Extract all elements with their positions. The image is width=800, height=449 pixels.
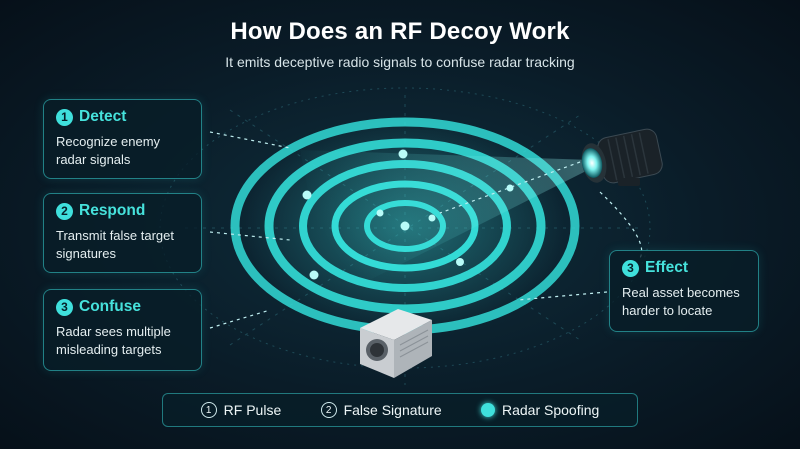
legend-dot-icon	[481, 403, 495, 417]
step-number-badge: 3	[56, 298, 73, 316]
emitter-beam	[300, 150, 592, 300]
legend-item-radar-spoofing: Radar Spoofing	[481, 402, 599, 418]
signal-arrows	[209, 131, 643, 329]
legend-label: False Signature	[343, 402, 442, 418]
step-number-badge: 3	[622, 259, 639, 277]
page-subtitle: It emits deceptive radio signals to conf…	[225, 54, 575, 70]
step-description: Real asset becomes harder to locate	[622, 285, 740, 318]
step-card-effect: 3 Effect Real asset becomes harder to lo…	[609, 250, 759, 332]
step-title: Detect	[79, 108, 127, 125]
step-card-confuse: 3 Confuse Radar sees multiple misleading…	[43, 289, 202, 371]
step-title: Confuse	[79, 298, 141, 315]
step-card-respond: 2 Respond Transmit false target signatur…	[43, 193, 202, 273]
legend-item-false-signature: 2 False Signature	[320, 402, 442, 418]
false-target-dots	[302, 149, 514, 280]
legend-number-icon: 2	[320, 402, 337, 418]
rf-emitter-device	[581, 128, 663, 186]
step-card-detect: 1 Detect Recognize enemy radar signals	[43, 99, 202, 179]
step-description: Transmit false target signatures	[56, 228, 175, 261]
decoy-box-device	[360, 309, 432, 378]
legend-label: Radar Spoofing	[502, 402, 600, 418]
legend-number-icon: 1	[200, 402, 217, 418]
step-title: Effect	[645, 259, 689, 276]
step-number-badge: 2	[56, 202, 73, 220]
legend-item-rf-pulse: 1 RF Pulse	[200, 402, 282, 418]
step-title: Respond	[79, 202, 146, 219]
legend-bar: 1 RF Pulse 2 False Signature Radar Spoof…	[162, 393, 638, 427]
step-number-badge: 1	[56, 108, 73, 126]
legend-label: RF Pulse	[223, 402, 282, 418]
step-description: Radar sees multiple misleading targets	[56, 324, 171, 357]
page-title: How Does an RF Decoy Work	[230, 18, 570, 45]
step-description: Recognize enemy radar signals	[56, 134, 161, 167]
